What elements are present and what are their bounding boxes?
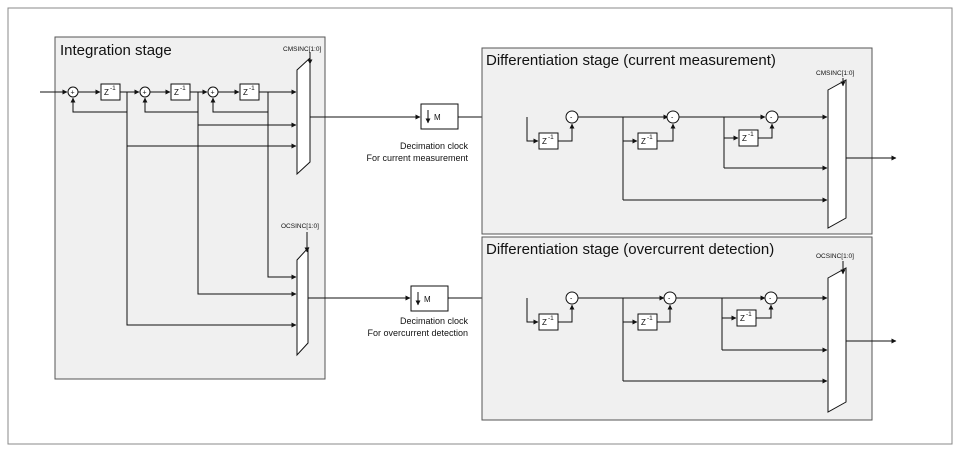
svg-text:Z: Z <box>542 137 547 146</box>
svg-text:Z: Z <box>104 88 109 97</box>
differentiation-stage-overcurrent: Differentiation stage (overcurrent detec… <box>481 236 897 421</box>
decimation-caption-over-1: Decimation clock <box>400 316 469 326</box>
decimation-caption-current-1: Decimation clock <box>400 141 469 151</box>
svg-text:-: - <box>570 296 573 303</box>
svg-text:M: M <box>424 295 431 304</box>
svg-text:-1: -1 <box>180 85 186 92</box>
svg-text:+: + <box>71 90 75 97</box>
decimation-caption-over-2: For overcurrent detection <box>367 328 468 338</box>
svg-text:-: - <box>671 115 674 122</box>
svg-text:Z: Z <box>740 314 745 323</box>
ocsinc-multiplexer <box>296 246 309 357</box>
svg-text:-1: -1 <box>110 85 116 92</box>
svg-text:-1: -1 <box>548 134 554 141</box>
integration-stage: Integration stage + Z -1 + Z -1 + Z -1 <box>40 36 326 380</box>
svg-text:-1: -1 <box>647 134 653 141</box>
svg-text:-: - <box>570 115 573 122</box>
svg-text:Z: Z <box>542 318 547 327</box>
svg-text:Z: Z <box>641 137 646 146</box>
diff-current-title: Differentiation stage (current measureme… <box>486 52 776 69</box>
integration-stage-title: Integration stage <box>60 42 172 59</box>
diff-over-title: Differentiation stage (overcurrent detec… <box>486 241 774 258</box>
svg-text:-: - <box>668 296 671 303</box>
differentiation-stage-current: Differentiation stage (current measureme… <box>481 47 897 235</box>
svg-text:-1: -1 <box>748 131 754 138</box>
cmsinc-selector-label: CMSINC[1:0] <box>283 46 321 53</box>
svg-text:-1: -1 <box>249 85 255 92</box>
ocsinc-selector-label: OCSINC[1:0] <box>281 223 319 230</box>
diff-current-multiplexer <box>827 79 847 229</box>
svg-text:Z: Z <box>641 318 646 327</box>
svg-text:Z: Z <box>742 134 747 143</box>
diff-over-selector-label: OCSINC[1:0] <box>816 253 854 260</box>
svg-text:+: + <box>143 90 147 97</box>
diff-over-multiplexer <box>827 267 847 413</box>
svg-text:-: - <box>770 115 773 122</box>
diff-current-selector-label: CMSINC[1:0] <box>816 70 854 77</box>
svg-text:Z: Z <box>243 88 248 97</box>
decimation-caption-current-2: For current measurement <box>366 153 468 163</box>
decimation-block-overcurrent: M <box>410 285 449 312</box>
svg-text:-: - <box>769 296 772 303</box>
cmsinc-multiplexer <box>296 56 311 176</box>
svg-text:Z: Z <box>174 88 179 97</box>
svg-text:-1: -1 <box>548 315 554 322</box>
svg-text:-1: -1 <box>647 315 653 322</box>
svg-text:M: M <box>434 113 441 122</box>
decimation-block-current: M <box>420 103 459 130</box>
svg-text:+: + <box>211 90 215 97</box>
svg-text:-1: -1 <box>746 311 752 318</box>
